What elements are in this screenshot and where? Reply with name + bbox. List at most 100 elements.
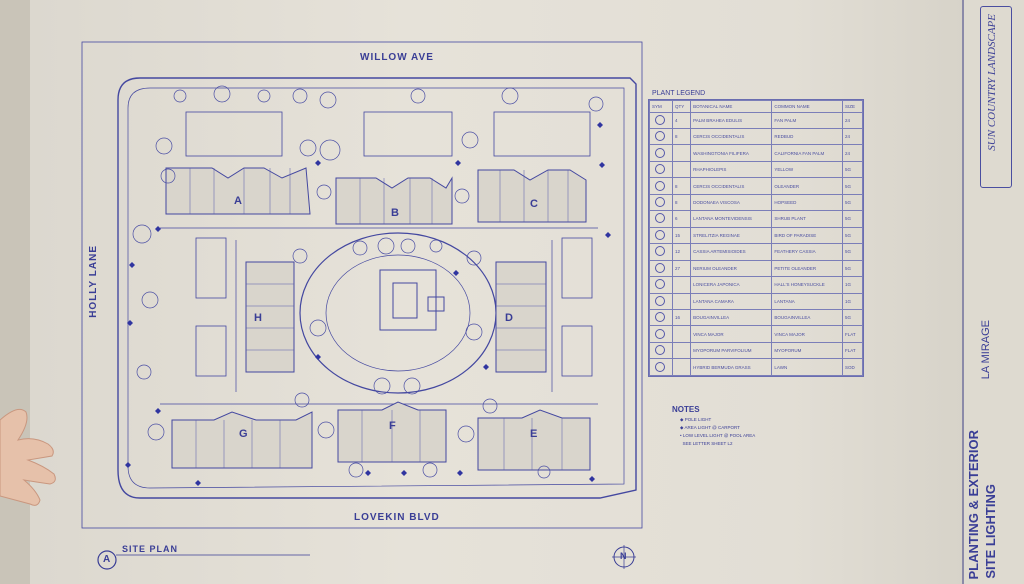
legend-qty <box>671 341 692 360</box>
note-text: LOW LEVEL LIGHT @ POOL AREA <box>682 433 756 438</box>
legend-size: 5G <box>842 259 863 278</box>
legend-common-name: SHRUB PLANT <box>771 210 843 228</box>
legend-qty <box>671 160 692 179</box>
legend-botanical-name: VINCA MAJOR <box>690 325 773 343</box>
company-stamp <box>980 6 1012 188</box>
legend-header-row: SYM QTY BOTANICAL NAME COMMON NAME SIZE <box>649 100 863 113</box>
legend-botanical-name: CERCIS OCCIDENTALIS <box>690 127 773 146</box>
legend-size: 24 <box>842 144 863 162</box>
plant-legend-title: PLANT LEGEND <box>652 90 706 97</box>
legend-symbol <box>649 144 673 162</box>
plan-marker: A <box>103 554 111 565</box>
legend-size: FLAT <box>842 341 863 360</box>
legend-symbol <box>649 276 673 294</box>
legend-botanical-name: MYOPORUM PARVIFOLIUM <box>690 341 773 360</box>
legend-botanical-name: CERCIS OCCIDENTALIS <box>690 177 773 195</box>
legend-size: 5G <box>842 210 863 228</box>
north-marker: N <box>620 551 627 561</box>
legend-size: 5G <box>842 193 863 212</box>
legend-symbol <box>649 259 673 278</box>
legend-common-name: MYOPORUM <box>771 341 843 360</box>
legend-botanical-name: BOUGAINVILLEA <box>690 308 773 327</box>
notes-list: ◆ POLE LIGHT ◆ AREA LIGHT @ CARPORT • LO… <box>680 416 755 448</box>
legend-qty <box>671 325 692 343</box>
legend-size: SOD <box>842 358 863 376</box>
legend-symbol <box>649 341 673 360</box>
legend-common-name: OLEANDER <box>771 177 843 195</box>
street-label-bottom: LOVEKIN BLVD <box>354 512 440 523</box>
legend-qty: 8 <box>671 127 692 146</box>
building-label-g: G <box>239 428 248 440</box>
legend-qty: 8 <box>671 177 692 195</box>
legend-symbol <box>649 292 673 310</box>
legend-symbol <box>649 127 673 146</box>
legend-common-name: HOPSEED <box>771 193 843 212</box>
street-label-left: HOLLY LANE <box>88 245 99 318</box>
legend-qty <box>671 144 692 162</box>
legend-size: 24 <box>842 111 863 129</box>
street-label-top: WILLOW AVE <box>360 52 434 63</box>
legend-header-botanical: BOTANICAL NAME <box>690 100 773 113</box>
legend-symbol <box>649 308 673 327</box>
legend-common-name: BIRD OF PARADISE <box>771 226 843 245</box>
plant-legend-table: SYM QTY BOTANICAL NAME COMMON NAME SIZE … <box>648 99 864 377</box>
sheet-title-1: PLANTING & EXTERIOR <box>966 430 981 580</box>
legend-common-name: PETITE OLEANDER <box>771 259 843 278</box>
legend-qty <box>671 358 692 376</box>
legend-qty: 16 <box>671 308 692 327</box>
legend-header-sym: SYM <box>649 100 673 113</box>
legend-symbol <box>649 210 673 228</box>
legend-botanical-name: WASHINGTONIA FILIFERA <box>690 144 773 162</box>
legend-common-name: CALIFORNIA FAN PALM <box>771 144 843 162</box>
legend-header-common: COMMON NAME <box>771 100 843 113</box>
legend-qty: 4 <box>671 111 692 129</box>
legend-botanical-name: HYBRID BERMUDA GRASS <box>690 358 773 376</box>
legend-qty: 27 <box>671 259 692 278</box>
legend-common-name: FEATHERY CASSIA <box>771 243 843 261</box>
legend-qty: 15 <box>671 226 692 245</box>
note-item: ◆ AREA LIGHT @ CARPORT <box>680 425 740 430</box>
legend-header-size: SIZE <box>842 100 863 113</box>
legend-common-name: BOUGAINVILLEA <box>771 308 843 327</box>
legend-size: 5G <box>842 308 863 327</box>
legend-qty: 8 <box>671 193 692 212</box>
legend-header-qty: QTY <box>671 100 692 113</box>
project-name: LA MIRAGE <box>980 320 992 380</box>
legend-size: 5G <box>842 160 863 179</box>
title-block <box>962 0 1024 584</box>
legend-size: 5G <box>842 243 863 261</box>
building-label-f: F <box>389 420 396 432</box>
legend-botanical-name: NERIUM OLEANDER <box>690 259 773 278</box>
building-label-c: C <box>530 198 538 210</box>
note-text: POLE LIGHT <box>684 417 712 422</box>
legend-botanical-name: LONICERA JAPONICA <box>690 276 773 294</box>
note-text: SEE LETTER SHEET L2 <box>682 441 733 446</box>
note-item: • LOW LEVEL LIGHT @ POOL AREA <box>680 433 756 438</box>
sheet-title-2: SITE LIGHTING <box>983 484 998 579</box>
legend-qty: 12 <box>671 243 692 261</box>
legend-botanical-name: PALM BRAHEA EDULIS <box>690 111 773 129</box>
legend-common-name: YELLOW <box>771 160 843 179</box>
legend-common-name: HALL'S HONEYSUCKLE <box>771 276 843 294</box>
legend-qty <box>671 292 692 310</box>
legend-common-name: REDBUD <box>771 127 843 146</box>
legend-symbol <box>649 160 673 179</box>
notes-title: NOTES <box>672 405 700 414</box>
plan-title: SITE PLAN <box>122 544 179 554</box>
legend-symbol <box>649 325 673 343</box>
note-item: SEE LETTER SHEET L2 <box>680 440 755 448</box>
legend-size: FLAT <box>842 325 863 343</box>
